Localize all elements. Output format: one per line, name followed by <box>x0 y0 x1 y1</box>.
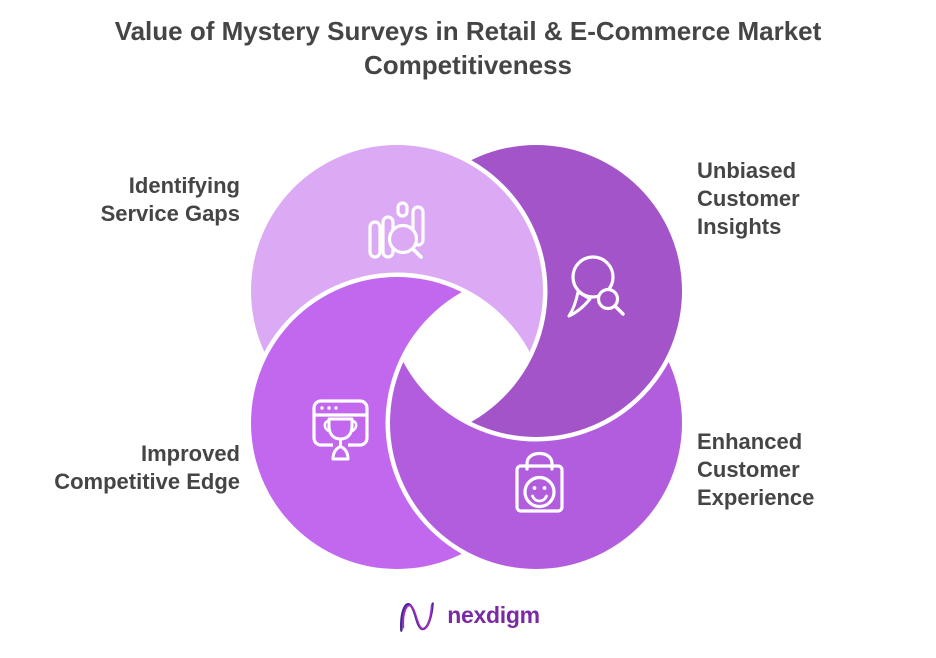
label-line: Customer <box>697 186 800 211</box>
page-title-line1: Value of Mystery Surveys in Retail & E-C… <box>114 16 822 46</box>
label-improved-competitive-edge: Improved Competitive Edge <box>54 440 240 496</box>
nexdigm-mark-icon <box>400 602 435 632</box>
label-line: Improved <box>140 441 240 466</box>
label-line: Service Gaps <box>100 201 240 226</box>
label-identifying-service-gaps: Identifying Service Gaps <box>101 172 240 228</box>
label-unbiased-customer-insights: Unbiased Customer Insights <box>697 157 800 241</box>
label-line: Experience <box>697 485 815 510</box>
label-enhanced-customer-experience: Enhanced Customer Experience <box>697 428 814 512</box>
bar-chart-search-icon <box>368 201 425 259</box>
label-line: Insights <box>697 214 782 239</box>
label-line: Enhanced <box>697 429 803 454</box>
chat-search-icon <box>567 255 625 318</box>
page-title-line2: Competitiveness <box>363 50 573 80</box>
label-line: Identifying <box>128 173 240 198</box>
brand-logo: nexdigm <box>0 596 936 634</box>
label-line: Competitive Edge <box>54 469 240 494</box>
page-title: Value of Mystery Surveys in Retail & E-C… <box>0 14 936 82</box>
label-line: Unbiased <box>697 158 797 183</box>
browser-trophy-icon <box>312 399 369 461</box>
circle-enhanced-customer-experience <box>390 277 682 569</box>
brand-wordmark: nexdigm <box>447 601 540 628</box>
shopping-bag-smile-icon <box>515 451 564 513</box>
label-line: Customer <box>697 457 800 482</box>
